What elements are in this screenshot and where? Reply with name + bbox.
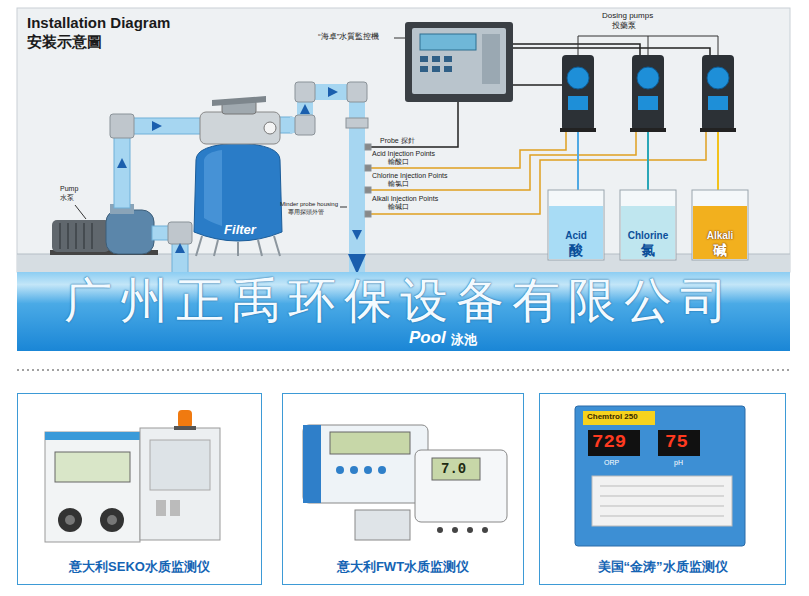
- callout-label: 投藥泵: [612, 22, 636, 30]
- filter-tank: Filter: [190, 105, 290, 252]
- label-wrap: pH: [674, 459, 683, 467]
- pipe-fittings: [295, 82, 371, 217]
- product-panel: 意大利SEKO水质监测仪: [17, 393, 262, 585]
- node-text: 氯: [641, 242, 655, 258]
- title-wrap: Installation Diagram: [27, 14, 170, 31]
- node-text: 泳池: [451, 333, 477, 348]
- node-text: Alkali: [707, 230, 734, 242]
- label-wrap: 729: [592, 432, 626, 453]
- callout-label: Chlorine Injection Points: [372, 172, 448, 180]
- product-panel: 意大利FWT水质监测仪: [282, 393, 524, 585]
- label-wrap: Dosing pumps: [602, 12, 653, 20]
- callout-label: Pump: [60, 185, 78, 193]
- display-reading: 7.0: [441, 461, 466, 477]
- node-text: Chlorine: [628, 230, 669, 242]
- watermark: 广州正禹环保设备有限公司: [64, 277, 736, 325]
- node-text: 酸: [569, 242, 583, 258]
- callout-label: 輸酸口: [388, 158, 409, 166]
- callout-label: Dosing pumps: [602, 12, 653, 20]
- label-wrap: 輸碱口: [388, 203, 409, 211]
- label-wrap: ORP: [604, 459, 619, 467]
- callout-label: Probe 探針: [380, 137, 415, 145]
- label-wrap: Probe 探針: [380, 137, 415, 145]
- label-wrap: 广州正禹环保设备有限公司: [64, 277, 736, 325]
- node-text: 碱: [713, 242, 727, 258]
- diagram-title: Installation Diagram: [27, 14, 170, 31]
- node-text: Filter: [224, 223, 256, 238]
- label-wrap: 安装示意圖: [27, 33, 102, 50]
- callout-label: Minder probe housing: [280, 200, 338, 208]
- label-wrap: 7.0: [441, 461, 466, 477]
- display-reading: 75: [665, 432, 688, 453]
- display-reading: 729: [592, 432, 626, 453]
- label-wrap: 輸酸口: [388, 158, 409, 166]
- label-wrap: 輸氯口: [388, 180, 409, 188]
- label-wrap: Alkali Injection Points: [372, 195, 438, 203]
- label-wrap: Chlorine Injection Points: [372, 172, 448, 180]
- label-wrap: Chemtrol 250: [587, 413, 638, 421]
- label-wrap: Acid Injection Points: [372, 150, 435, 158]
- node-text: Pool: [409, 328, 446, 348]
- label-wrap: 75: [665, 432, 688, 453]
- node-text: Acid: [565, 230, 587, 242]
- label-wrap: “海卓”水質監控機: [318, 33, 379, 41]
- label-wrap: 專用探頭外管: [288, 208, 324, 216]
- node-text: 美国“金涛”水质监测仪: [598, 560, 728, 575]
- node-text: 意大利SEKO水质监测仪: [69, 560, 210, 575]
- label-wrap: 投藥泵: [612, 22, 636, 30]
- brand-label: Chemtrol 250: [587, 413, 638, 421]
- callout-label: 輸碱口: [388, 203, 409, 211]
- node-text: 意大利FWT水质监测仪: [337, 560, 469, 575]
- product-panel: 美国“金涛”水质监测仪: [539, 393, 786, 585]
- chemical-tank: Chlorine氯: [620, 190, 676, 260]
- label-wrap: 水泵: [60, 194, 74, 202]
- callout-label: 輸氯口: [388, 180, 409, 188]
- label-wrap: Minder probe housing: [280, 200, 338, 208]
- title-chinese: 安装示意圖: [27, 33, 102, 50]
- callout-label: 專用探頭外管: [288, 208, 324, 216]
- display-unit: ORP: [604, 459, 619, 467]
- callout-label: “海卓”水質監控機: [318, 33, 379, 41]
- chemical-tank: Alkali碱: [692, 190, 748, 260]
- display-unit: pH: [674, 459, 683, 467]
- label-wrap: Pump: [60, 185, 78, 193]
- flow-arrows: [117, 87, 362, 253]
- chemical-tank: Acid酸: [548, 190, 604, 260]
- callout-label: 水泵: [60, 194, 74, 202]
- callout-label: Alkali Injection Points: [372, 195, 438, 203]
- callout-label: Acid Injection Points: [372, 150, 435, 158]
